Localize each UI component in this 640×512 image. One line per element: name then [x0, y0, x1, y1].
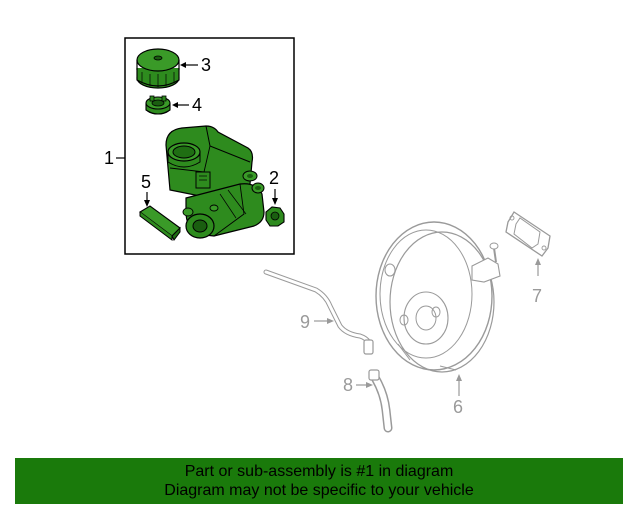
- callout-8[interactable]: 8: [343, 375, 373, 395]
- check-valve-part[interactable]: [368, 369, 393, 433]
- reservoir-cap-part[interactable]: [136, 48, 180, 89]
- callout-7[interactable]: 7: [532, 258, 542, 306]
- callout-8-label: 8: [343, 375, 353, 395]
- callout-9-label: 9: [300, 312, 310, 332]
- master-cylinder-part[interactable]: [165, 125, 265, 239]
- callout-5[interactable]: 5: [141, 172, 151, 207]
- callout-3-label: 3: [201, 55, 211, 75]
- booster-gasket-part[interactable]: [505, 211, 551, 257]
- seal-part[interactable]: [139, 205, 181, 241]
- mounting-nut-part[interactable]: [265, 206, 285, 227]
- callout-4-label: 4: [192, 95, 202, 115]
- callout-6[interactable]: 6: [453, 374, 463, 417]
- callout-2-label: 2: [269, 168, 279, 188]
- callout-6-label: 6: [453, 397, 463, 417]
- reservoir-strainer-part[interactable]: [145, 95, 171, 115]
- info-banner: Part or sub-assembly is #1 in diagram Di…: [15, 458, 623, 504]
- callout-7-label: 7: [532, 286, 542, 306]
- vacuum-hose-part[interactable]: [263, 269, 374, 355]
- callout-4[interactable]: 4: [172, 95, 202, 115]
- brake-booster-part[interactable]: [375, 221, 501, 373]
- callout-3[interactable]: 3: [180, 55, 211, 75]
- callout-2[interactable]: 2: [269, 168, 279, 205]
- callout-1-label: 1: [104, 148, 114, 168]
- callout-1[interactable]: 1: [104, 148, 125, 168]
- banner-line-1: Part or sub-assembly is #1 in diagram: [184, 463, 454, 480]
- banner-line-2: Diagram may not be specific to your vehi…: [164, 482, 474, 499]
- callout-9[interactable]: 9: [300, 312, 334, 332]
- callout-5-label: 5: [141, 172, 151, 192]
